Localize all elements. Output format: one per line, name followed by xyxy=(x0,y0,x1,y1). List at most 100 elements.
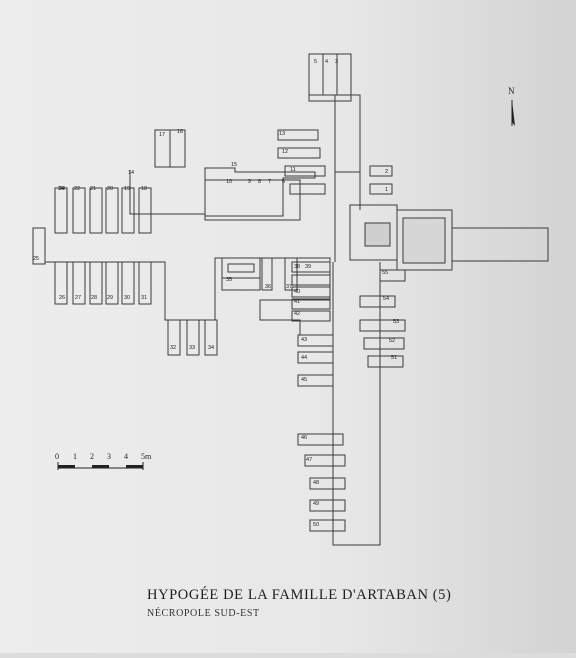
niche-left-upper xyxy=(121,187,135,234)
tomb-number-label: 12 xyxy=(282,149,289,155)
niche-51 xyxy=(367,355,404,368)
niche-left-upper xyxy=(105,187,119,234)
tomb-number-label: 6 xyxy=(282,179,286,185)
tomb-number-label: 41 xyxy=(294,299,301,305)
tomb-number-label: 13 xyxy=(279,131,286,137)
niche-54 xyxy=(359,295,396,308)
tomb-number-label: 45 xyxy=(301,377,308,383)
tomb-number-label: 2 xyxy=(385,169,389,175)
niche-left-lower xyxy=(89,261,103,305)
niche-38-39 xyxy=(291,261,331,273)
tomb-number-label: 16 xyxy=(177,129,184,135)
niche-south xyxy=(204,319,218,356)
tomb-number-label: 32 xyxy=(170,345,177,351)
tomb-number-label: 31 xyxy=(141,295,148,301)
scale-tick-label: 2 xyxy=(90,452,94,461)
tomb-number-label: 29 xyxy=(107,295,114,301)
scale-tick-label: 0 xyxy=(55,452,59,461)
tomb-number-label: 53 xyxy=(393,319,400,325)
niche-53 xyxy=(359,319,406,332)
tomb-number-label: 3 xyxy=(335,59,339,65)
tomb-number-label: 9 xyxy=(248,179,252,185)
corridor-mid xyxy=(334,172,361,262)
left-wing-outline xyxy=(44,232,331,336)
scale-tick-label: 3 xyxy=(107,452,111,461)
niche-44 xyxy=(297,351,334,364)
tomb-number-label: 39 xyxy=(305,264,312,270)
niche-upper-right xyxy=(289,183,326,195)
niche-48 xyxy=(309,477,346,490)
tomb-number-label: 17 xyxy=(159,132,166,138)
niche-36 xyxy=(261,257,273,291)
tomb-number-label: 1 xyxy=(385,187,389,193)
niche-52 xyxy=(363,337,405,350)
top-passage xyxy=(308,94,352,102)
niche-45 xyxy=(297,374,334,387)
scale-tick-label: 1 xyxy=(73,452,77,461)
tomb-number-label: 19 xyxy=(124,186,131,192)
niche-left-lower xyxy=(138,261,152,305)
tomb-number-label: 26 xyxy=(59,295,66,301)
tomb-number-label: 49 xyxy=(313,501,320,507)
niche-49 xyxy=(309,499,346,512)
tomb-number-label: 22 xyxy=(74,186,81,192)
tomb-number-label: 54 xyxy=(383,296,390,302)
left-end-niche xyxy=(32,227,46,265)
niche-46 xyxy=(297,433,344,446)
plan-subtitle: NÉCROPOLE SUD-EST xyxy=(147,608,260,619)
niche-43 xyxy=(297,334,334,347)
niche-left-lower xyxy=(54,261,68,305)
tomb-number-label: 38 xyxy=(294,264,301,270)
niche-left-lower xyxy=(121,261,135,305)
tomb-number-label: 28 xyxy=(91,295,98,301)
tomb-number-label: 51 xyxy=(391,355,398,361)
tomb-number-label: 52 xyxy=(389,338,396,344)
tomb-number-label: 8 xyxy=(258,179,262,185)
niche-left-upper xyxy=(54,187,68,234)
niche-south xyxy=(186,319,200,356)
tomb-number-label: 44 xyxy=(301,355,308,361)
tomb-number-label: 24 xyxy=(58,186,65,192)
tomb-number-label: 18 xyxy=(141,186,148,192)
tomb-number-label: 48 xyxy=(313,480,320,486)
niche-left-lower xyxy=(72,261,86,305)
niche-35 xyxy=(221,277,261,291)
plan-title: HYPOGÉE DE LA FAMILLE D'ARTABAN (5) xyxy=(147,587,452,603)
tomb-number-label: 43 xyxy=(301,337,308,343)
scale-tick-label: 5m xyxy=(141,452,152,461)
scale-tick-label: 4 xyxy=(124,452,128,461)
entrance-staircase xyxy=(451,227,549,262)
tomb-number-label: 55 xyxy=(382,270,389,276)
niche-50 xyxy=(309,519,346,532)
tomb-number-label: 47 xyxy=(306,457,313,463)
tomb-number-label: 21 xyxy=(90,186,97,192)
tomb-number-label: 15 xyxy=(231,162,238,168)
tomb-number-label: 7 xyxy=(268,179,272,185)
niche-upper-right xyxy=(369,165,393,177)
tomb-number-label: 37 xyxy=(286,284,293,290)
tomb-number-label: 35 xyxy=(226,277,233,283)
tomb-number-label: 33 xyxy=(189,345,196,351)
tomb-number-label: 10 xyxy=(226,179,233,185)
tomb-number-label: 25 xyxy=(33,256,40,262)
tomb-number-label: 23 xyxy=(59,186,66,192)
main-corridor-outline xyxy=(334,94,361,173)
north-arrow xyxy=(511,100,515,126)
sarcophagus xyxy=(227,263,255,273)
tomb-number-label: 11 xyxy=(290,167,296,173)
niche-south xyxy=(167,319,181,356)
niche-47 xyxy=(304,454,346,467)
niche-left-upper xyxy=(72,187,86,234)
central-room xyxy=(204,179,301,221)
tomb-number-label: 14 xyxy=(128,170,135,176)
niche-upper-right xyxy=(284,165,326,177)
tomb-number-label: 4 xyxy=(325,59,329,65)
tomb-number-label: 20 xyxy=(107,186,114,192)
tomb-number-label: 5 xyxy=(314,59,318,65)
niche-upper-right xyxy=(277,129,319,141)
niche-55 xyxy=(379,269,406,282)
inner-doorway xyxy=(364,222,391,247)
